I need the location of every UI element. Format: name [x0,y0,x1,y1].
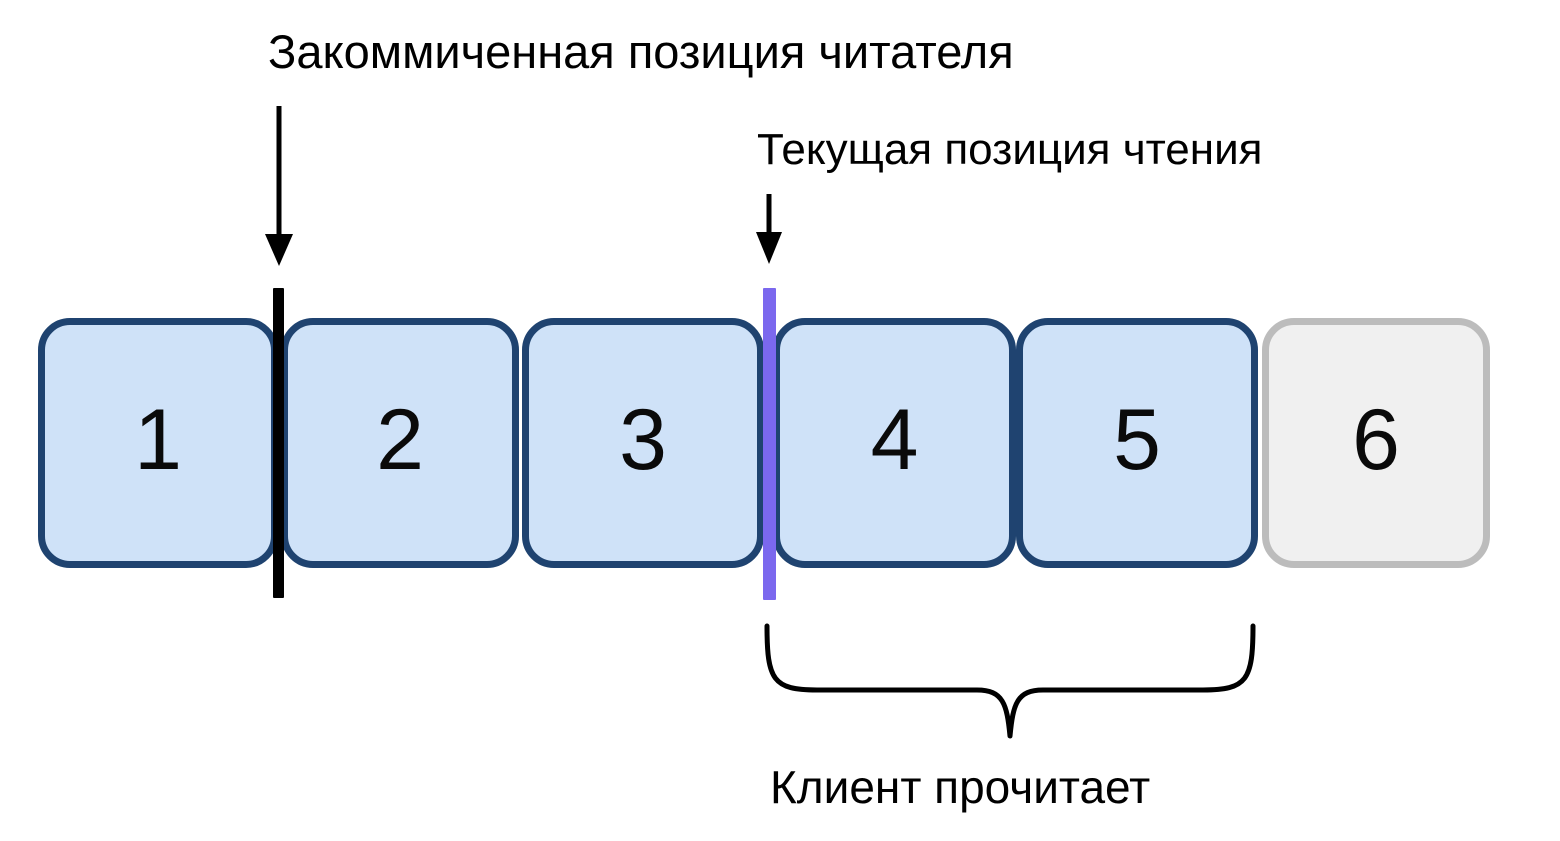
client-will-read-label: Клиент прочитает [770,761,1151,813]
record-number: 4 [870,392,919,488]
record-box[interactable]: 4 [773,318,1016,568]
committed-position-label: Закоммиченная позиция читателя [268,25,1014,78]
client-will-read-brace-icon [764,623,1256,739]
record-box[interactable]: 6 [1262,318,1490,568]
record-box[interactable]: 3 [522,318,764,568]
record-number: 3 [619,392,667,488]
record-box[interactable]: 1 [38,318,278,568]
record-number: 1 [134,392,182,488]
committed-offset-marker [273,288,284,598]
record-box[interactable]: 2 [281,318,519,568]
record-box[interactable]: 5 [1016,318,1258,568]
record-number: 5 [1113,392,1161,488]
record-number: 2 [376,392,424,488]
committed-position-arrow-icon [265,106,293,266]
current-read-position-arrow-icon [756,194,782,264]
current-read-position-label: Текущая позиция чтения [757,125,1263,174]
record-number: 6 [1352,392,1400,488]
current-read-offset-marker [763,288,776,600]
